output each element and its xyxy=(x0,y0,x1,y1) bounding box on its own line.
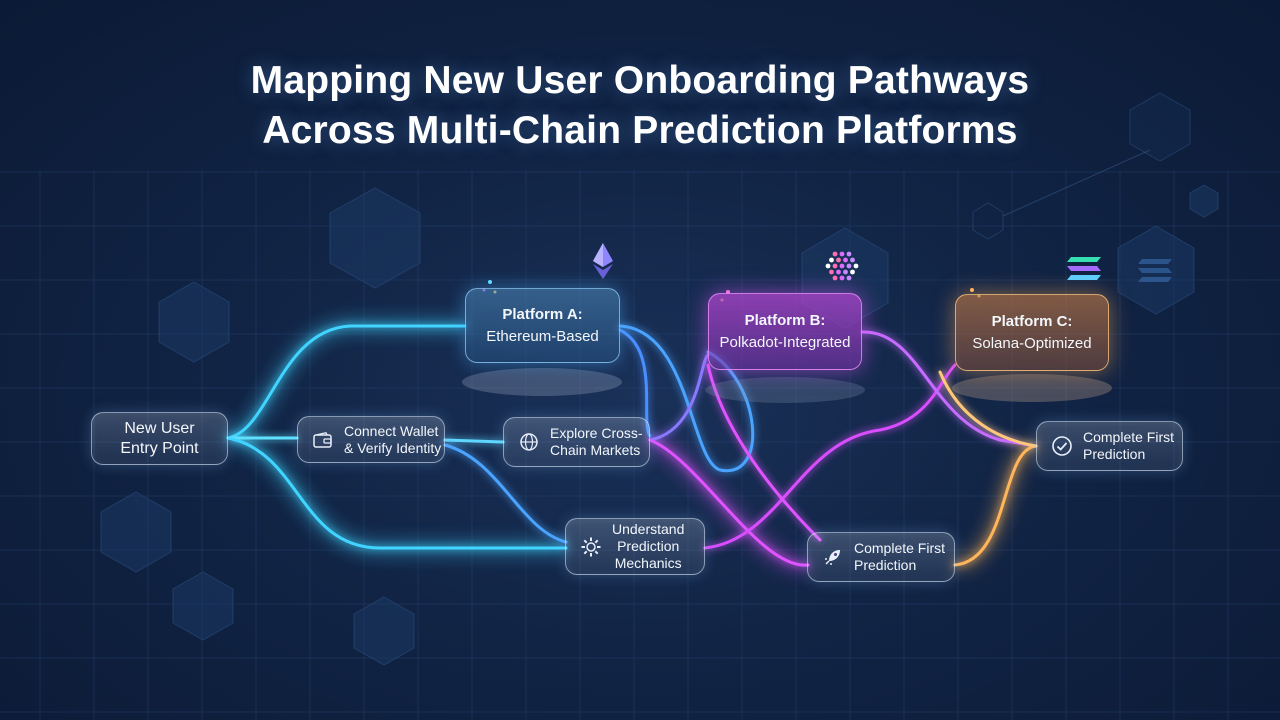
platform-name: Platform A: xyxy=(502,305,583,323)
node-label: Mechanics xyxy=(614,555,682,571)
polkadot-dot xyxy=(839,263,845,269)
path-wallet-to-explore xyxy=(443,438,505,444)
node-label: Prediction xyxy=(854,557,917,573)
node-label: Connect Wallet xyxy=(344,422,439,439)
path-glow-orange xyxy=(954,441,1038,570)
background-hexagons xyxy=(100,92,1219,666)
node-label: Complete First xyxy=(1083,429,1175,445)
ethereum-icon xyxy=(593,243,613,279)
polkadot-dot xyxy=(846,251,852,257)
polkadot-dot xyxy=(853,263,859,269)
hexagon xyxy=(1189,184,1219,218)
platform-c-shadow xyxy=(952,374,1112,402)
node-label: Complete First xyxy=(854,540,946,556)
hexagon xyxy=(158,281,230,363)
polkadot-dot xyxy=(843,257,848,263)
node-connect-wallet[interactable]: Connect Wallet & Verify Identity xyxy=(297,416,445,463)
node-platform-b[interactable]: Platform B: Polkadot-Integrated xyxy=(708,293,862,370)
polkadot-icon xyxy=(825,251,859,281)
polkadot-dot xyxy=(825,263,831,269)
platform-b-shadow xyxy=(705,377,865,403)
path-platform-c-to-complete-c xyxy=(938,370,1038,448)
path-platform-b-to-complete-c xyxy=(860,330,1038,448)
polkadot-dot xyxy=(843,269,848,275)
background-connector xyxy=(1002,149,1151,217)
wallet-icon xyxy=(312,429,334,451)
polkadot-dot xyxy=(832,275,838,281)
globe-icon xyxy=(518,431,540,453)
polkadot-dot xyxy=(832,263,838,269)
hexagon xyxy=(353,596,415,666)
path-entry-to-mechanics xyxy=(226,436,568,550)
node-complete-first-prediction-b[interactable]: Complete First Prediction xyxy=(807,532,955,582)
node-complete-first-prediction-c[interactable]: Complete First Prediction xyxy=(1036,421,1183,471)
node-understand-prediction-mechanics[interactable]: Understand Prediction Mechanics xyxy=(565,518,705,575)
node-label: New User xyxy=(124,419,195,437)
polkadot-dot xyxy=(839,275,845,281)
solana-icon xyxy=(1067,257,1101,280)
solana-icon-background xyxy=(1138,259,1172,282)
pathways xyxy=(226,324,1038,567)
path-complete-b-to-complete-c xyxy=(953,444,1038,567)
node-platform-c[interactable]: Platform C: Solana-Optimized xyxy=(955,294,1109,371)
platform-name: Platform B: xyxy=(744,311,826,329)
rocket-icon xyxy=(822,546,844,568)
polkadot-dot xyxy=(836,257,841,263)
diagram-title: Mapping New User Onboarding Pathways Acr… xyxy=(0,56,1280,156)
platform-a-shadow xyxy=(462,368,622,396)
platform-chain: Solana-Optimized xyxy=(972,334,1092,352)
node-label: Prediction xyxy=(1083,446,1146,462)
node-label: Entry Point xyxy=(120,439,199,457)
polkadot-dot xyxy=(846,275,852,281)
platform-name: Platform C: xyxy=(991,312,1073,330)
platform-chain: Polkadot-Integrated xyxy=(719,333,851,351)
hexagon xyxy=(972,202,1004,240)
node-label: Understand xyxy=(612,521,685,537)
polkadot-dot xyxy=(836,269,841,275)
path-platform-b-to-complete-b xyxy=(706,363,822,542)
background-grid xyxy=(0,170,1280,720)
node-label: & Verify Identity xyxy=(344,439,442,456)
polkadot-dot xyxy=(846,263,852,269)
path-entry-to-platform-a xyxy=(226,324,467,440)
node-label: Explore Cross- xyxy=(550,425,643,441)
platform-chain: Ethereum-Based xyxy=(486,327,599,345)
polkadot-dot xyxy=(850,269,855,275)
gear-icon xyxy=(580,536,602,558)
polkadot-dot xyxy=(839,251,845,257)
check-circle-icon xyxy=(1051,435,1073,457)
path-explore-to-complete-b xyxy=(648,438,810,567)
hexagon xyxy=(1129,92,1191,162)
node-explore-cross-chain-markets[interactable]: Explore Cross- Chain Markets xyxy=(503,417,650,467)
path-wallet-to-mechanics xyxy=(443,443,568,544)
node-platform-a[interactable]: Platform A: Ethereum-Based xyxy=(465,288,620,363)
node-new-user-entry-point[interactable]: New User Entry Point xyxy=(91,412,228,465)
polkadot-dot xyxy=(850,257,855,263)
polkadot-dot xyxy=(829,257,834,263)
node-label: Chain Markets xyxy=(550,442,641,458)
polkadot-dot xyxy=(832,251,838,257)
polkadot-dot xyxy=(829,269,834,275)
path-platform-a-to-b xyxy=(618,324,755,473)
hexagon xyxy=(172,571,234,641)
title-line-2: Across Multi-Chain Prediction Platforms xyxy=(262,109,1018,152)
node-label: Prediction xyxy=(617,538,680,554)
hexagon xyxy=(100,491,172,573)
path-explore-to-platform-b xyxy=(648,353,710,442)
title-line-1: Mapping New User Onboarding Pathways xyxy=(250,59,1030,102)
hexagon xyxy=(329,187,421,289)
